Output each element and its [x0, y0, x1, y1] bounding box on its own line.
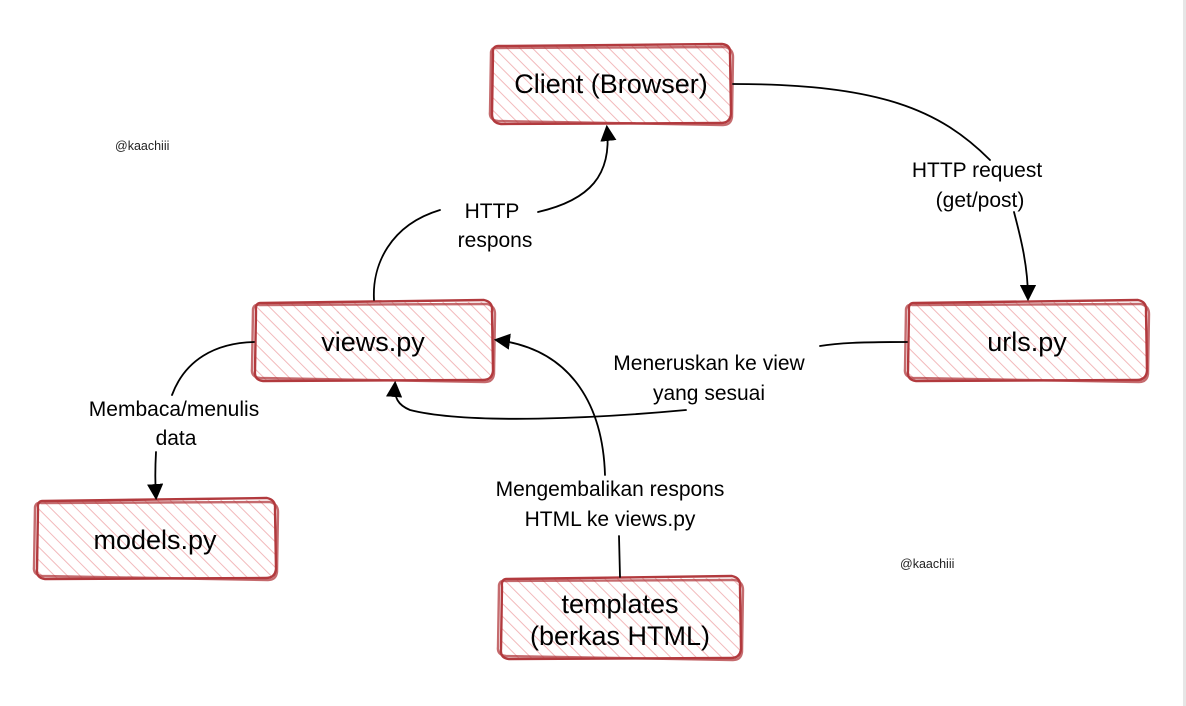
label-read-write-line1: Membaca/menulis [89, 398, 259, 421]
label-http-response-line1: HTTP [465, 200, 520, 223]
arrow-http-request [732, 83, 1037, 302]
label-read-write-line2: data [156, 427, 197, 450]
label-http-request-line2: (get/post) [936, 189, 1025, 212]
label-return-html-line1: Mengembalikan respons [496, 478, 725, 501]
models-label: models.py [93, 525, 217, 555]
client-node: Client (Browser) [488, 42, 735, 127]
arrow-forward-view [386, 341, 908, 420]
watermark-bottom-right: @kaachiii [900, 557, 954, 571]
client-label: Client (Browser) [514, 69, 708, 99]
label-http-response: HTTP respons [458, 200, 533, 252]
label-http-response-line2: respons [458, 229, 533, 252]
label-http-request-line1: HTTP request [912, 159, 1042, 182]
views-label: views.py [321, 327, 425, 357]
views-node: views.py [250, 298, 497, 384]
templates-label-line2: (berkas HTML) [530, 621, 710, 651]
label-return-html-line2: HTML ke views.py [525, 508, 696, 531]
label-forward-view-line2: yang sesuai [653, 382, 765, 405]
label-read-write: Membaca/menulis data [89, 398, 259, 450]
label-http-request: HTTP request (get/post) [912, 159, 1042, 212]
templates-node: templates (berkas HTML) [496, 574, 745, 662]
models-node: models.py [32, 496, 280, 582]
label-forward-view: Meneruskan ke view yang sesuai [613, 352, 805, 405]
label-forward-view-line1: Meneruskan ke view [613, 352, 805, 375]
watermark-top-left: @kaachiii [115, 139, 169, 153]
arrow-return-html [493, 333, 621, 578]
urls-node: urls.py [903, 298, 1151, 384]
label-return-html: Mengembalikan respons HTML ke views.py [496, 478, 725, 531]
templates-label-line1: templates [561, 589, 678, 619]
urls-label: urls.py [987, 327, 1067, 357]
arrow-read-write [147, 341, 255, 501]
right-border-strip [1183, 0, 1186, 706]
arrow-http-response [373, 124, 617, 301]
